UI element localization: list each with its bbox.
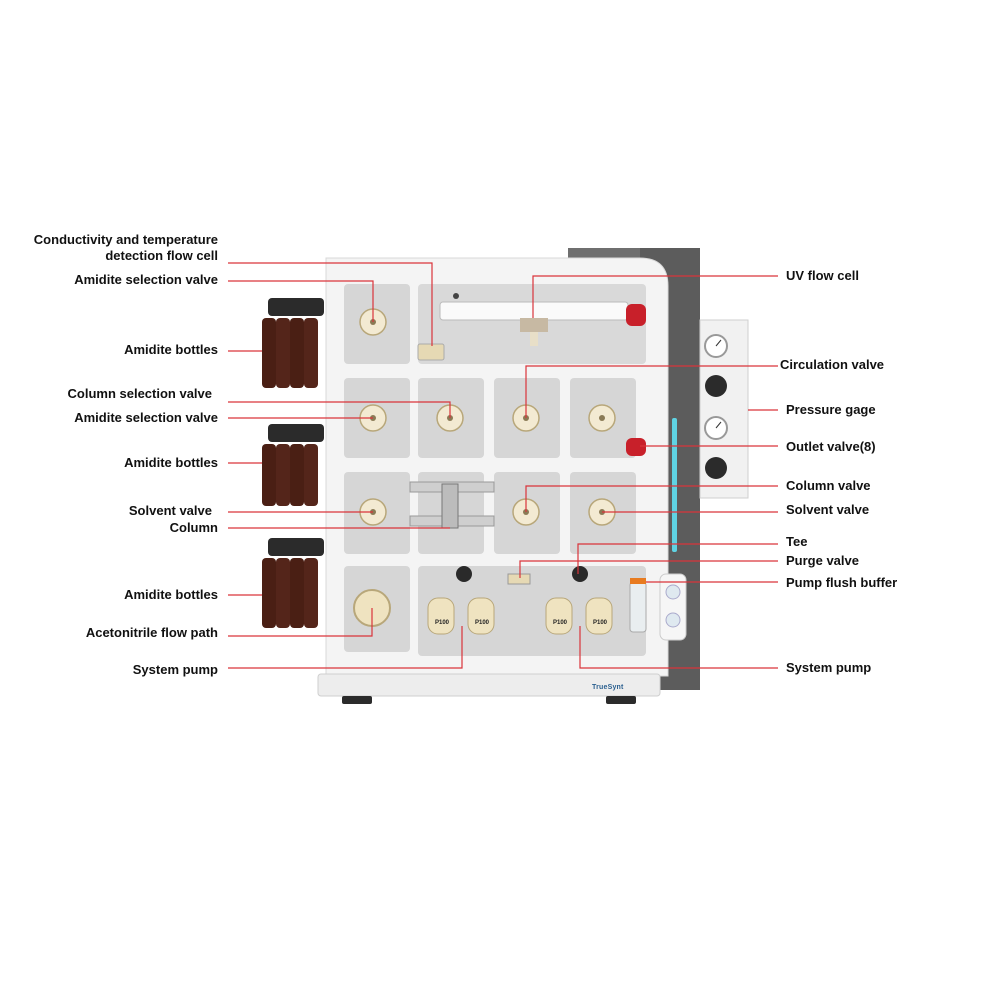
label-purge-valve: Purge valve bbox=[786, 553, 859, 568]
pump-model-label: P100 bbox=[435, 620, 450, 626]
red-valve-icon bbox=[626, 438, 646, 456]
label-amidite-selection-valve-1: Amidite selection valve bbox=[74, 272, 218, 287]
flow-cell-icon bbox=[417, 343, 445, 361]
label-uv-flow-cell: UV flow cell bbox=[786, 268, 859, 283]
pump-model-label: P100 bbox=[475, 620, 490, 626]
label-column-valve: Column valve bbox=[786, 478, 871, 493]
label-system-pump-right: System pump bbox=[786, 660, 872, 675]
leader-lines-right bbox=[519, 275, 778, 669]
pump-model-label: P100 bbox=[593, 620, 608, 626]
brand-label: TrueSynt bbox=[592, 684, 624, 691]
label-solvent-valve-right: Solvent valve bbox=[786, 502, 870, 517]
label-circulation-valve: Circulation valve bbox=[780, 357, 885, 372]
tee-icon bbox=[507, 573, 531, 585]
label-tee: Tee bbox=[786, 534, 808, 549]
label-column-selection-valve: Column selection valve bbox=[67, 386, 213, 401]
label-solvent-valve-left: Solvent valve bbox=[128, 503, 212, 518]
label-outlet-valve: Outlet valve(8) bbox=[786, 439, 876, 454]
pump-model-label: P100 bbox=[553, 620, 568, 626]
label-system-pump-left: System pump bbox=[132, 662, 218, 677]
leader-lines-left bbox=[228, 262, 463, 669]
label-amidite-bottles-1: Amidite bottles bbox=[124, 342, 218, 357]
label-amidite-selection-valve-2: Amidite selection valve bbox=[74, 410, 218, 425]
label-pump-flush-buffer: Pump flush buffer bbox=[786, 575, 898, 590]
pump-icon bbox=[585, 597, 613, 635]
bottle-rack-2 bbox=[262, 424, 324, 506]
label-acetonitrile-flow-path: Acetonitrile flow path bbox=[85, 625, 218, 640]
red-valve-icon bbox=[626, 304, 646, 326]
play-button-icon bbox=[665, 584, 681, 600]
label-column: Column bbox=[169, 520, 218, 535]
bottle-rack-1 bbox=[262, 298, 324, 388]
knob-icon bbox=[705, 457, 727, 479]
status-led-bar bbox=[672, 418, 677, 552]
bottle-rack-3 bbox=[262, 538, 324, 628]
device-base bbox=[317, 673, 661, 697]
uv-bracket bbox=[439, 301, 629, 321]
pump-icon bbox=[427, 597, 455, 635]
label-amidite-bottles-3: Amidite bottles bbox=[124, 587, 218, 602]
flush-buffer-icon bbox=[629, 581, 647, 633]
label-amidite-bottles-2: Amidite bottles bbox=[124, 455, 218, 470]
knob-icon bbox=[705, 375, 727, 397]
column-body bbox=[441, 483, 459, 529]
pump-icon bbox=[545, 597, 573, 635]
control-panel bbox=[659, 573, 687, 641]
label-pressure-gage: Pressure gage bbox=[786, 402, 876, 417]
label-conductivity-flow-cell: Conductivity and temperature detection f… bbox=[33, 232, 218, 263]
pump-icon bbox=[467, 597, 495, 635]
pause-button-icon bbox=[665, 612, 681, 628]
